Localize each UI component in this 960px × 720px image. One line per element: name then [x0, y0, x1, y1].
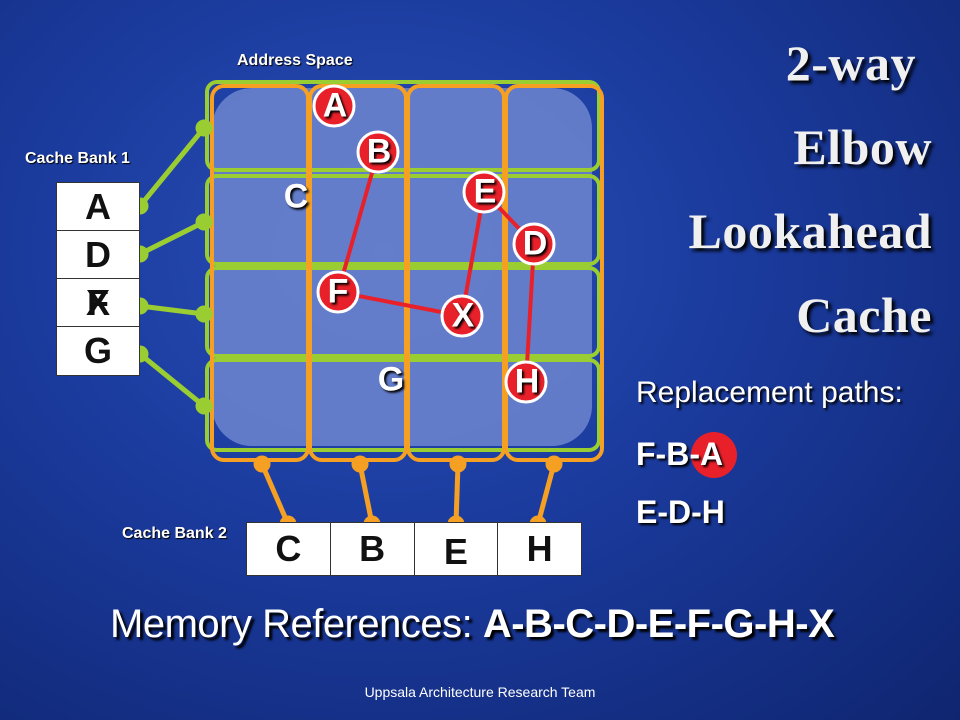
- node-g-label: G: [377, 360, 405, 399]
- bank2-cell: H: [526, 528, 553, 569]
- replacement-path-2: E-D-H: [636, 494, 725, 530]
- node-d-circle: [512, 222, 556, 266]
- node-d-label: D: [522, 224, 548, 263]
- replacement-paths-title: Replacement paths:: [636, 376, 903, 409]
- column-connector-dot: [545, 455, 563, 473]
- cache-bank1-label: Cache Bank 1: [25, 150, 130, 167]
- path-highlight-circle: [691, 432, 737, 478]
- replacement-path-1-highlight: A: [699, 436, 724, 472]
- node-f-label: F: [327, 272, 349, 311]
- memory-references-label: Memory References:: [110, 602, 483, 646]
- cache-bank2: C B E H: [246, 522, 582, 576]
- node-h-circle: [504, 360, 548, 404]
- path-edge-d-h: [524, 243, 536, 383]
- row-connector-dot: [195, 305, 213, 323]
- node-c-label: C: [283, 177, 309, 216]
- bank2-cell: E: [415, 523, 499, 575]
- path-edge-b-f: [336, 151, 380, 293]
- node-b-circle: [356, 130, 400, 174]
- column-connector-dot: [253, 455, 271, 473]
- node-b-label: B: [366, 132, 392, 171]
- title-line-1: 2-way: [785, 35, 916, 91]
- row-connector-dot: [195, 119, 213, 137]
- node-a-label: A: [322, 86, 348, 125]
- title-line-3: Lookahead: [688, 203, 932, 259]
- address-space-label: Address Space: [237, 52, 353, 69]
- bank2-cell: B: [331, 523, 415, 575]
- memory-references: Memory References: A-B-C-D-E-F-G-H-X: [110, 602, 835, 647]
- footer-text: Uppsala Architecture Research Team: [364, 684, 596, 700]
- bank1-cell: G: [83, 330, 112, 371]
- replacement-path-1-prefix: F-B-: [636, 436, 700, 472]
- bank1-cell-overlay-letter: X: [85, 282, 110, 323]
- node-e-label: E: [473, 172, 497, 211]
- node-f-circle: [316, 270, 360, 314]
- bank1-cell: F X: [57, 279, 139, 327]
- node-e-circle: [462, 170, 506, 214]
- node-a-circle: [312, 84, 356, 128]
- cache-bank1: A D F X G: [56, 182, 140, 376]
- title-line-4: Cache: [796, 287, 932, 343]
- replacement-path-1: F-B-A: [636, 436, 723, 473]
- bank1-cell: D: [57, 231, 139, 279]
- row-connector-dot: [195, 397, 213, 415]
- node-x-circle: [440, 294, 484, 338]
- node-x-label: X: [451, 296, 475, 335]
- row-connector-dot: [195, 213, 213, 231]
- cache-bank2-label: Cache Bank 2: [122, 525, 227, 542]
- bank1-cell: A: [57, 183, 139, 231]
- bank1-cell-letter: F: [87, 282, 109, 323]
- node-h-label: H: [514, 362, 540, 401]
- memory-references-sequence: A-B-C-D-E-F-G-H-X: [482, 602, 835, 646]
- bank2-cell: C: [247, 523, 331, 575]
- title-line-2: Elbow: [793, 119, 932, 175]
- column-connector-dot: [351, 455, 369, 473]
- column-connector-dot: [449, 455, 467, 473]
